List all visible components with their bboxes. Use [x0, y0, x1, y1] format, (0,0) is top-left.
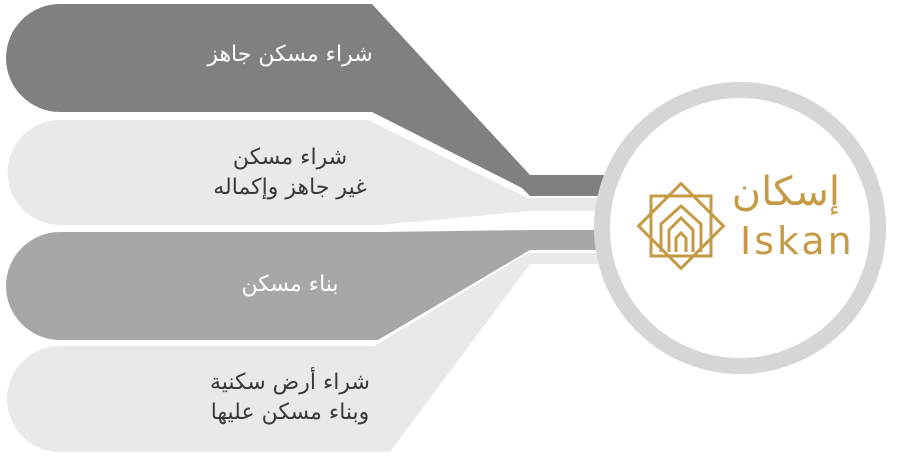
option-shape-unfinished-home [7, 120, 626, 225]
option-label-ready-home[interactable]: شراء مسكن جاهز [207, 42, 373, 67]
option-shape-land-and-build [7, 253, 625, 452]
option-label-build-home[interactable]: بناء مسكن [241, 272, 339, 297]
logo-arabic-text: إسكان [731, 169, 840, 215]
house-star-icon [636, 181, 726, 271]
option-shape-build-home [6, 230, 625, 340]
option-label-unfinished-home[interactable]: شراء مسكن غير جاهز وإكماله [213, 145, 367, 200]
logo-ring [594, 82, 886, 374]
logo-english-text: Iskan [740, 219, 855, 263]
option-label-land-and-build[interactable]: شراء أرض سكنية وبناء مسكن عليها [209, 370, 370, 425]
option-shape-ready-home [6, 4, 625, 196]
